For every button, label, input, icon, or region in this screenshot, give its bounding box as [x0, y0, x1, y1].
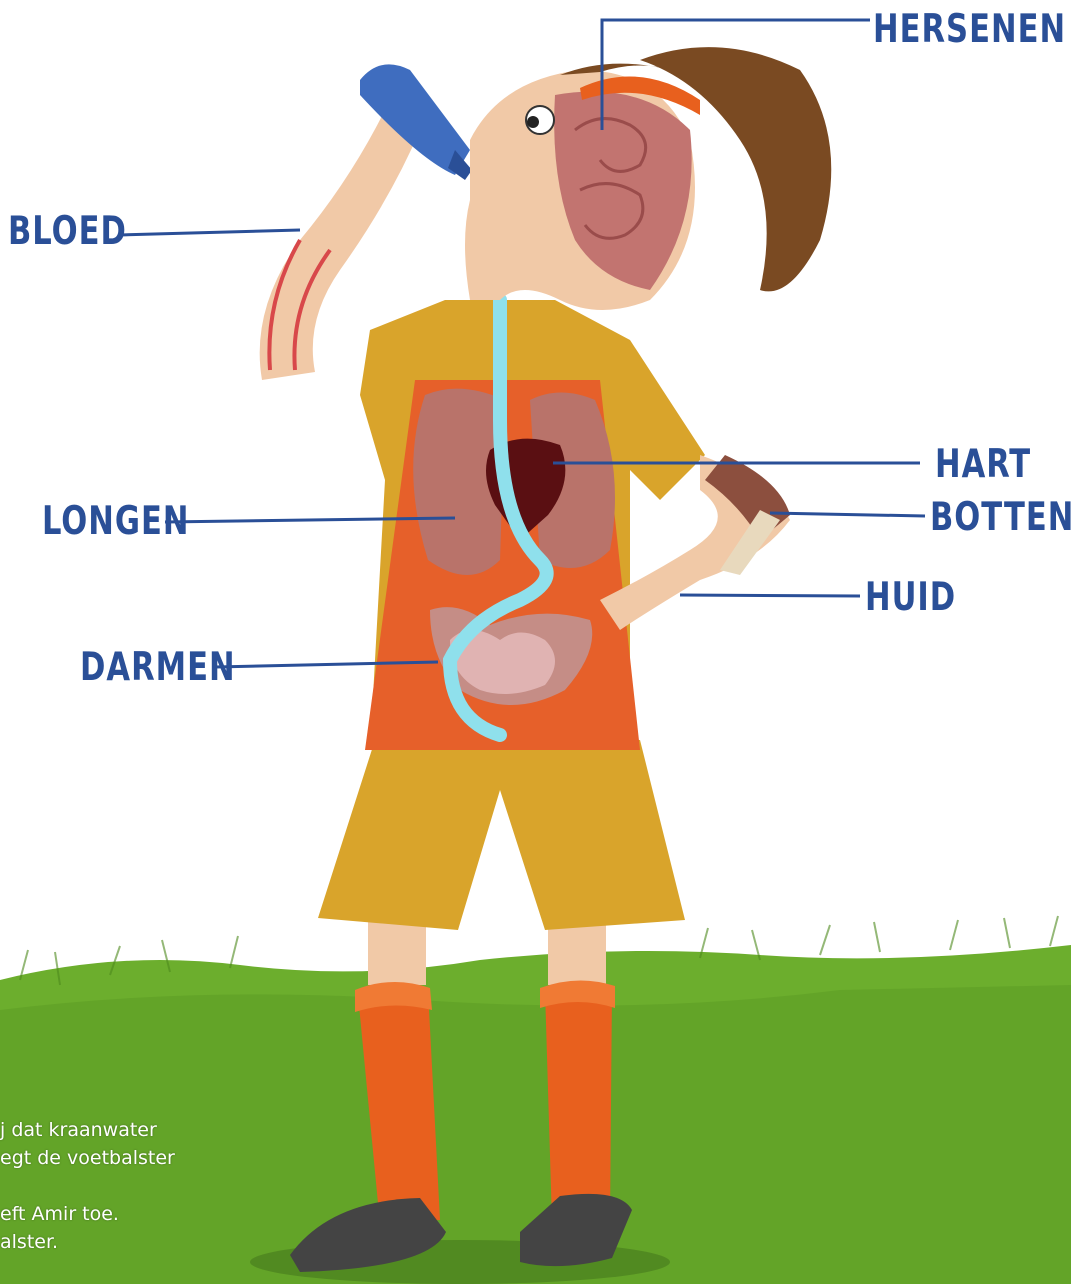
- label-hersenen: HERSENEN: [873, 10, 1066, 49]
- story-line-1: j dat kraanwater: [0, 1116, 330, 1144]
- shorts: [318, 740, 685, 930]
- label-huid: HUID: [865, 578, 956, 617]
- pointer-botten: [770, 513, 925, 516]
- story-line-5: alster.: [0, 1228, 330, 1256]
- story-line-2: egt de voetbalster: [0, 1144, 330, 1172]
- label-hart: HART: [935, 445, 1031, 484]
- story-line-4: eft Amir toe.: [0, 1200, 330, 1228]
- label-darmen: DARMEN: [80, 648, 236, 687]
- story-text: j dat kraanwater egt de voetbalster eft …: [0, 1116, 330, 1256]
- story-line-3: [0, 1172, 330, 1200]
- pointer-bloed: [120, 230, 300, 235]
- label-botten: BOTTEN: [930, 498, 1071, 537]
- label-longen: LONGEN: [42, 502, 189, 541]
- head: [465, 47, 831, 310]
- pointer-huid: [680, 595, 860, 596]
- label-bloed: BLOED: [8, 212, 127, 251]
